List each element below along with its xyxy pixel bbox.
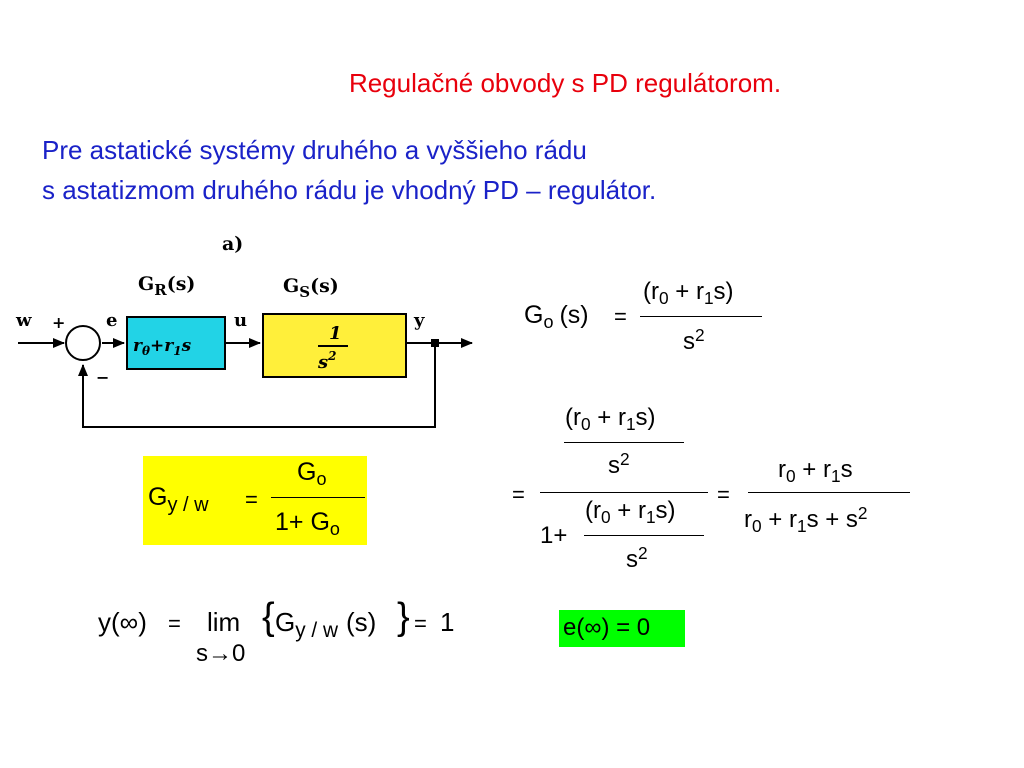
signal-e-label: e — [106, 310, 117, 331]
go-equals: = — [614, 304, 627, 329]
page-title: Regulačné obvody s PD regulátorom. — [348, 68, 782, 98]
limit-equals: = — [168, 611, 181, 636]
plant-denominator: s2 — [317, 349, 337, 373]
gyw-lhs: Gy / w — [148, 483, 209, 516]
plus-sign: + — [52, 313, 65, 332]
go-fraction-bar — [640, 316, 762, 317]
chain-inner-bar-top — [564, 442, 684, 443]
error-highlight: e(∞) = 0 — [559, 610, 685, 647]
gyw-highlight: Gy / w = Go 1+ Go — [143, 456, 367, 545]
gyw-fraction-bar — [271, 497, 365, 498]
intro-text: Pre astatické systémy druhého a vyššieho… — [42, 130, 656, 210]
block-diagram: a) w + − e u y GR(s) rθ+r1s GS(s) 1 s2 — [15, 233, 473, 428]
limit-argument: Gy / w(s) — [275, 607, 377, 642]
plant-numerator: 1 — [329, 323, 342, 344]
chain-result-numerator: r0 + r1s — [778, 456, 853, 486]
limit-result: 1 — [440, 607, 455, 637]
limit-equals-2: = — [414, 611, 427, 636]
intro-line-1: Pre astatické systémy druhého a vyššieho… — [42, 135, 587, 165]
chain-equals-1: = — [512, 482, 525, 507]
chain-lower-denominator: s2 — [626, 543, 648, 573]
chain-result-bar — [748, 492, 910, 493]
steady-state-error: e(∞) = 0 — [563, 614, 651, 641]
gyw-denominator: 1+ Go — [275, 508, 340, 540]
minus-sign: − — [96, 368, 109, 387]
controller-block — [126, 316, 226, 370]
diagram-label: a) — [222, 233, 243, 255]
chain-inner-denominator: s2 — [608, 449, 630, 479]
gyw-equals: = — [245, 487, 258, 512]
limit-subscript: s→0 — [196, 640, 246, 667]
controller-transfer: rθ+r1s — [133, 336, 192, 358]
limit-operator: lim — [207, 607, 241, 637]
go-lhs: Go(s) — [524, 301, 589, 333]
gyw-numerator: Go — [297, 458, 327, 490]
chain-result-denominator: r0 + r1s + s2 — [744, 503, 868, 536]
limit-brace-close: } — [397, 596, 410, 638]
plant-title: GS(s) — [283, 275, 339, 301]
chain-one-plus: 1+ — [540, 522, 568, 549]
intro-line-2: s astatizmom druhého rádu je vhodný PD –… — [42, 175, 657, 205]
go-numerator: (r0 + r1s) — [643, 278, 734, 308]
chain-equals-2: = — [717, 482, 730, 507]
chain-main-bar — [540, 492, 708, 493]
signal-y-label: y — [413, 310, 425, 331]
summing-junction — [65, 325, 101, 361]
chain-inner-numerator: (r0 + r1s) — [565, 404, 656, 434]
signal-w-label: w — [15, 310, 32, 331]
limit-lhs: y(∞) — [98, 607, 147, 637]
controller-title: GR(s) — [138, 273, 195, 299]
feedback-line — [78, 343, 436, 428]
signal-u-label: u — [234, 310, 247, 331]
chain-inner-bar-bottom — [584, 535, 704, 536]
takeoff-point — [431, 339, 439, 347]
chain-lower-numerator: (r0 + r1s) — [585, 497, 676, 527]
limit-brace-open: { — [262, 596, 275, 638]
go-denominator: s2 — [683, 325, 705, 355]
